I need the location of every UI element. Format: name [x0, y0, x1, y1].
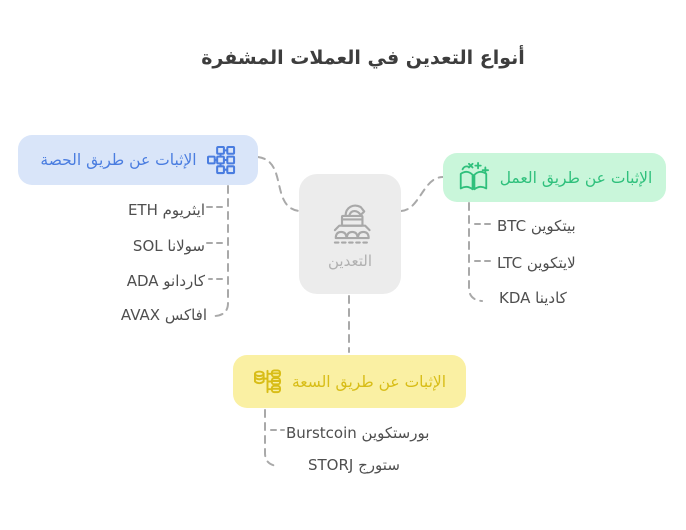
stake-spine [214, 185, 229, 317]
edge-stake-center [257, 156, 300, 212]
list-item-eth: ايثريوم ETH [127, 201, 205, 219]
list-item-storj: ستورج STORJ [308, 456, 400, 474]
edge-center-work [400, 176, 444, 212]
list-item-burstcoin: بورستكوين Burstcoin [286, 424, 430, 442]
center-node-mining: التعدين [299, 174, 401, 294]
open-book-icon [459, 162, 489, 191]
branch-node-proof-of-capacity: الإثبات عن طريق السعة [233, 355, 466, 408]
work-ticks [474, 223, 491, 262]
branch-label-stake: الإثبات عن طريق الحصة [40, 151, 197, 169]
capacity-spine [264, 409, 279, 467]
branch-label-capacity: الإثبات عن طريق السعة [291, 372, 447, 391]
sitemap-icon [206, 145, 235, 174]
list-item-btc: بيتكوين BTC [497, 217, 576, 235]
branch-node-proof-of-stake: الإثبات عن طريق الحصة [18, 135, 258, 185]
list-item-ada: كاردانو ADA [126, 272, 205, 290]
page-title: أنواع التعدين في العملات المشفرة [201, 47, 525, 69]
list-item-kda: كادينا KDA [499, 289, 567, 307]
database-cluster-icon [253, 369, 281, 394]
center-node-label: التعدين [328, 251, 372, 270]
excavator-icon [333, 204, 371, 244]
list-item-avax: افاكس AVAX [120, 306, 207, 324]
work-spine [468, 202, 483, 302]
branch-label-work: الإثبات عن طريق العمل [499, 168, 653, 187]
list-item-sol: سولانا SOL [132, 237, 205, 255]
branch-node-proof-of-work: الإثبات عن طريق العمل [443, 153, 666, 202]
stake-ticks [206, 206, 223, 280]
list-item-ltc: لايتكوين LTC [497, 254, 576, 272]
